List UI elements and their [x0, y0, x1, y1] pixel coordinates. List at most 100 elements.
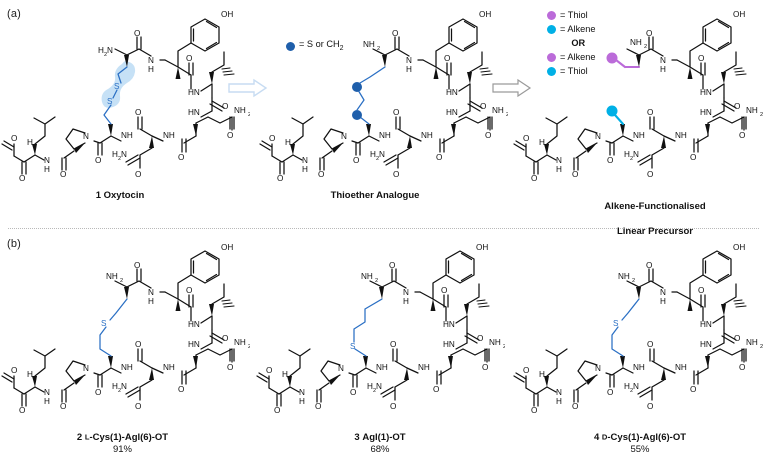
atom-label-o: O [227, 131, 233, 140]
atom-label-oh: OH [479, 10, 491, 19]
atom-sub-2: 2 [630, 156, 633, 162]
atom-label-o: O [739, 131, 745, 140]
blue-dot-icon [286, 41, 295, 51]
atom-label-o: O [186, 286, 192, 295]
atom-label-o: O [531, 174, 537, 183]
legend-row-alkene-2: = Alkene [547, 51, 596, 65]
atom-label-n: N [341, 132, 347, 141]
atom-label-h: H [660, 65, 666, 74]
atom-label-o: O [19, 174, 25, 183]
compound-name: Agl(1)-OT [362, 431, 406, 443]
atom-label-h: H [282, 370, 288, 379]
atom-label-nh2: NH [234, 106, 246, 115]
panel-a-label: (a) [7, 8, 22, 20]
atom-label-nh: N [44, 156, 50, 165]
atom-label-o: O [11, 366, 17, 375]
atom-label-n: N [403, 288, 409, 297]
compound-name: -Cys(1)-Agl(6)-OT [89, 431, 169, 443]
atom-label-n: N [148, 56, 154, 65]
atom-label-nh2: NH [363, 40, 375, 49]
atom-label-o: O [134, 261, 140, 270]
atom-label-n: N [633, 382, 639, 391]
atom-label-nh2: NH [492, 106, 504, 115]
legend-text: = Alkene [560, 51, 596, 62]
atom-label-h: H [403, 297, 409, 306]
atom-label-n: N [148, 288, 154, 297]
atom-label-h2n: H [112, 150, 118, 159]
atom-label-nh: NH [633, 363, 645, 372]
caption-analogue-3: 3 Agl(1)-OT 68% [300, 420, 460, 468]
atom-label-o: O [690, 153, 696, 162]
legend-row-thioether: = S or CH2 [286, 38, 344, 54]
atom-sub-2: 2 [377, 46, 380, 52]
structure-analogue-3: OH O HN O HN O NH 2 O NH [256, 243, 505, 415]
atom-label-n: N [83, 132, 89, 141]
caption-line-1: Alkene-Functionalised [604, 200, 706, 212]
legend-row-thiol-1: = Thiol [547, 9, 596, 23]
atom-sub-2: 2 [118, 156, 121, 162]
atom-label-oh: OH [733, 10, 745, 19]
legend-thioether-text: = S or CH2 [299, 39, 344, 52]
atom-sub-2: 2 [373, 388, 376, 394]
atom-label-n: N [660, 56, 666, 65]
atom-sub-2: 2 [632, 278, 635, 284]
legend-row-thiol-2: = Thiol [547, 65, 596, 79]
atom-label-hn: HN [700, 340, 712, 349]
atom-label-hn: HN [700, 88, 712, 97]
caption-analogue-2: 2 L-Cys(1)-Agl(6)-OT 91% [40, 420, 205, 468]
atom-sub-2: 2 [760, 112, 763, 118]
atom-label-o: O [392, 29, 398, 38]
atom-label-o: O [390, 402, 396, 411]
atom-label-nh2: NH [746, 106, 758, 115]
atom-label-nh: N [556, 156, 562, 165]
atom-label-o: O [734, 334, 740, 343]
atom-sub-2: 2 [376, 156, 379, 162]
atom-label-o: O [186, 54, 192, 63]
atom-label-n: N [633, 150, 639, 159]
atom-label-h: H [27, 138, 33, 147]
atom-label-oh: OH [221, 243, 233, 252]
compound-number: 3 [354, 431, 360, 443]
atom-label-h2n: H [367, 382, 373, 391]
atom-label-nh: NH [121, 363, 133, 372]
atom-label-hn: HN [188, 340, 200, 349]
atom-label-o: O [178, 385, 184, 394]
atom-label-nh: NH [675, 363, 687, 372]
purple-dot-icon [606, 52, 618, 64]
atom-label-o: O [485, 131, 491, 140]
yield-value: 68% [370, 443, 390, 455]
atom-sub-2: 2 [375, 278, 378, 284]
atom-label-n: N [338, 364, 344, 373]
retro-arrow-1 [228, 78, 268, 98]
atom-label-o: O [393, 170, 399, 179]
atom-label-o: O [523, 134, 529, 143]
cyan-dot-icon [606, 105, 618, 117]
atom-label-nh: NH [633, 131, 645, 140]
panel-divider [8, 228, 759, 229]
structure-thioether-analogue: OH O HN O HN O NH 2 O NH [259, 10, 508, 183]
atom-label-nh: NH [418, 363, 430, 372]
atom-label-o: O [572, 402, 578, 411]
caption-linear-precursor: Alkene-Functionalised Linear Precursor [560, 188, 750, 239]
legend-text: = Thiol [560, 10, 588, 20]
atom-label-n: N [660, 288, 666, 297]
atom-label-oh: OH [221, 10, 233, 19]
linker-dot-icon [352, 82, 362, 92]
legend-text: = Alkene [560, 23, 596, 34]
atom-label-o: O [60, 170, 66, 179]
atom-label-o: O [441, 286, 447, 295]
atom-label-h: H [539, 370, 545, 379]
atom-label-nh2: NH [106, 272, 118, 281]
atom-label-o: O [477, 334, 483, 343]
atom-label-o: O [135, 108, 141, 117]
atom-label-o: O [135, 402, 141, 411]
atom-label-o: O [647, 402, 653, 411]
atom-label-o: O [266, 366, 272, 375]
atom-label-h: H [299, 397, 305, 406]
atom-label-o: O [480, 102, 486, 111]
atom-label-oh: OH [476, 243, 488, 252]
atom-label-n: N [376, 382, 382, 391]
atom-label-nh2: NH [361, 272, 373, 281]
atom-label-o: O [315, 402, 321, 411]
atom-label-h: H [302, 165, 308, 174]
